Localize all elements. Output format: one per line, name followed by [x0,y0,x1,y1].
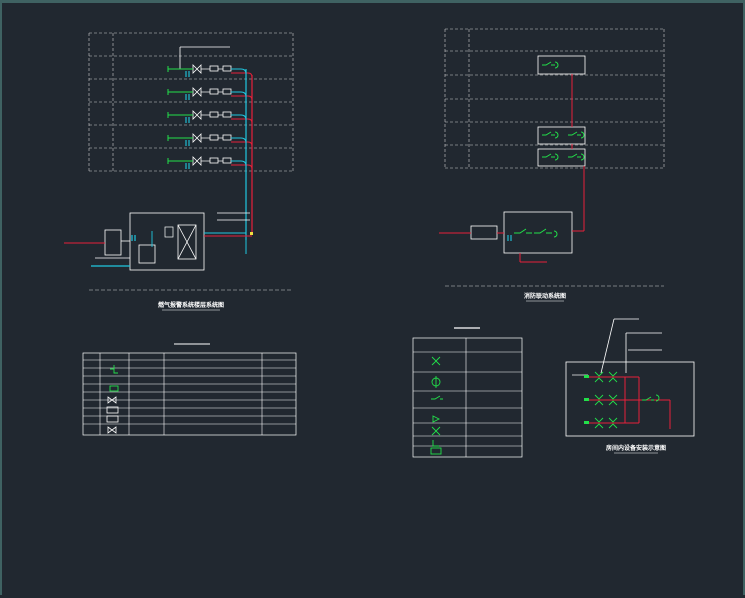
legend-table-middle [412,327,523,458]
floor-grid-left [88,32,294,172]
right-riser-caption: 消防联动系统图 [524,292,566,300]
control-cabinet [129,212,205,271]
floor-row [167,156,253,170]
legend-table-left [82,343,297,436]
room-detail-caption: 房间内设备安装示意图 [606,444,666,452]
floor-grid-right [444,28,665,169]
floor-row [167,87,253,101]
valve-icon [580,131,585,139]
cad-drawing: 燃气报警系统楼层系统图 [64,28,695,458]
valve-icon [568,153,581,158]
valve-icons [542,61,585,161]
detector-icon [608,417,618,429]
floor-row [167,133,253,147]
legend-symbols-middle [430,356,443,455]
valve-icon [568,131,581,136]
legend-symbols-left [109,365,119,392]
detector-icons [594,371,618,429]
valve-icon [554,153,559,161]
valve-icon [554,61,559,69]
left-riser-caption: 燃气报警系统楼层系统图 [158,301,224,309]
valve-icon [542,61,555,66]
right-riser-diagram: 消防联动系统图 [439,28,665,302]
floor-device-rows [167,64,253,170]
valve-icon [542,131,555,136]
valve-icon [554,131,559,139]
detector-icon [594,417,604,429]
detector-icon [608,371,618,383]
valve-icon [580,153,585,161]
floor-row [167,110,253,124]
valve-icon [542,153,555,158]
detector-icon [594,371,604,383]
detector-icon [608,394,618,406]
detector-icon [594,394,604,406]
left-riser-diagram: 燃气报警系统楼层系统图 [64,32,294,311]
room-detail-diagram: 房间内设备安装示意图 [565,318,695,454]
floor-row [167,64,253,78]
